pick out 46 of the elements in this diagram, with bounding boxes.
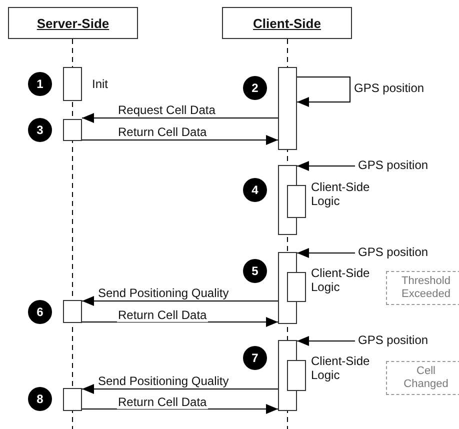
edge-label: GPS position xyxy=(357,246,430,260)
message-arrow xyxy=(82,384,278,394)
step-number: 8 xyxy=(28,387,52,411)
message-arrow xyxy=(82,317,278,327)
step-number: 6 xyxy=(28,300,52,324)
edge-label: GPS position xyxy=(357,334,430,348)
edge-label: Request Cell Data xyxy=(117,104,216,118)
message-arrow xyxy=(82,296,278,306)
activation-bar xyxy=(278,67,297,150)
activation-bar xyxy=(287,272,306,302)
condition-note: Cell Changed xyxy=(386,361,459,395)
lifeline-title: Server-Side xyxy=(36,16,110,30)
step-number: 1 xyxy=(28,72,52,96)
condition-note: Threshold Exceeded xyxy=(386,271,459,305)
step-label: Client-Side Logic xyxy=(311,266,371,295)
lifeline-header xyxy=(222,7,352,39)
edge-label: GPS position xyxy=(357,159,430,172)
step-number: 5 xyxy=(243,259,267,283)
activation-bar xyxy=(287,360,306,391)
message-arrow xyxy=(82,404,278,414)
message-arrow xyxy=(296,76,350,107)
edge-label: Return Cell Data xyxy=(117,396,208,410)
message-arrow xyxy=(296,161,356,171)
step-label: Init xyxy=(92,77,110,92)
lifeline-title: Client-Side xyxy=(253,16,321,30)
message-arrow xyxy=(82,135,278,145)
step-number: 4 xyxy=(243,178,267,202)
message-arrow xyxy=(82,113,278,123)
activation-bar xyxy=(63,300,82,323)
activation-bar xyxy=(63,119,82,141)
step-number: 7 xyxy=(243,346,267,370)
edge-label: Send Positioning Quality xyxy=(97,375,230,388)
activation-bar xyxy=(63,67,82,101)
activation-bar xyxy=(63,388,82,411)
step-label: Client-Side Logic xyxy=(311,180,371,209)
edge-label: GPS position xyxy=(353,82,426,96)
step-number: 2 xyxy=(243,76,267,100)
activation-bar xyxy=(287,185,306,218)
edge-label: Return Cell Data xyxy=(117,309,208,322)
message-arrow xyxy=(296,248,356,258)
edge-label: Return Cell Data xyxy=(117,126,208,140)
message-arrow xyxy=(296,336,356,346)
step-number: 3 xyxy=(28,118,52,142)
lifeline-header xyxy=(8,7,138,39)
edge-label: Send Positioning Quality xyxy=(97,287,230,300)
step-label: Client-Side Logic xyxy=(311,354,371,383)
